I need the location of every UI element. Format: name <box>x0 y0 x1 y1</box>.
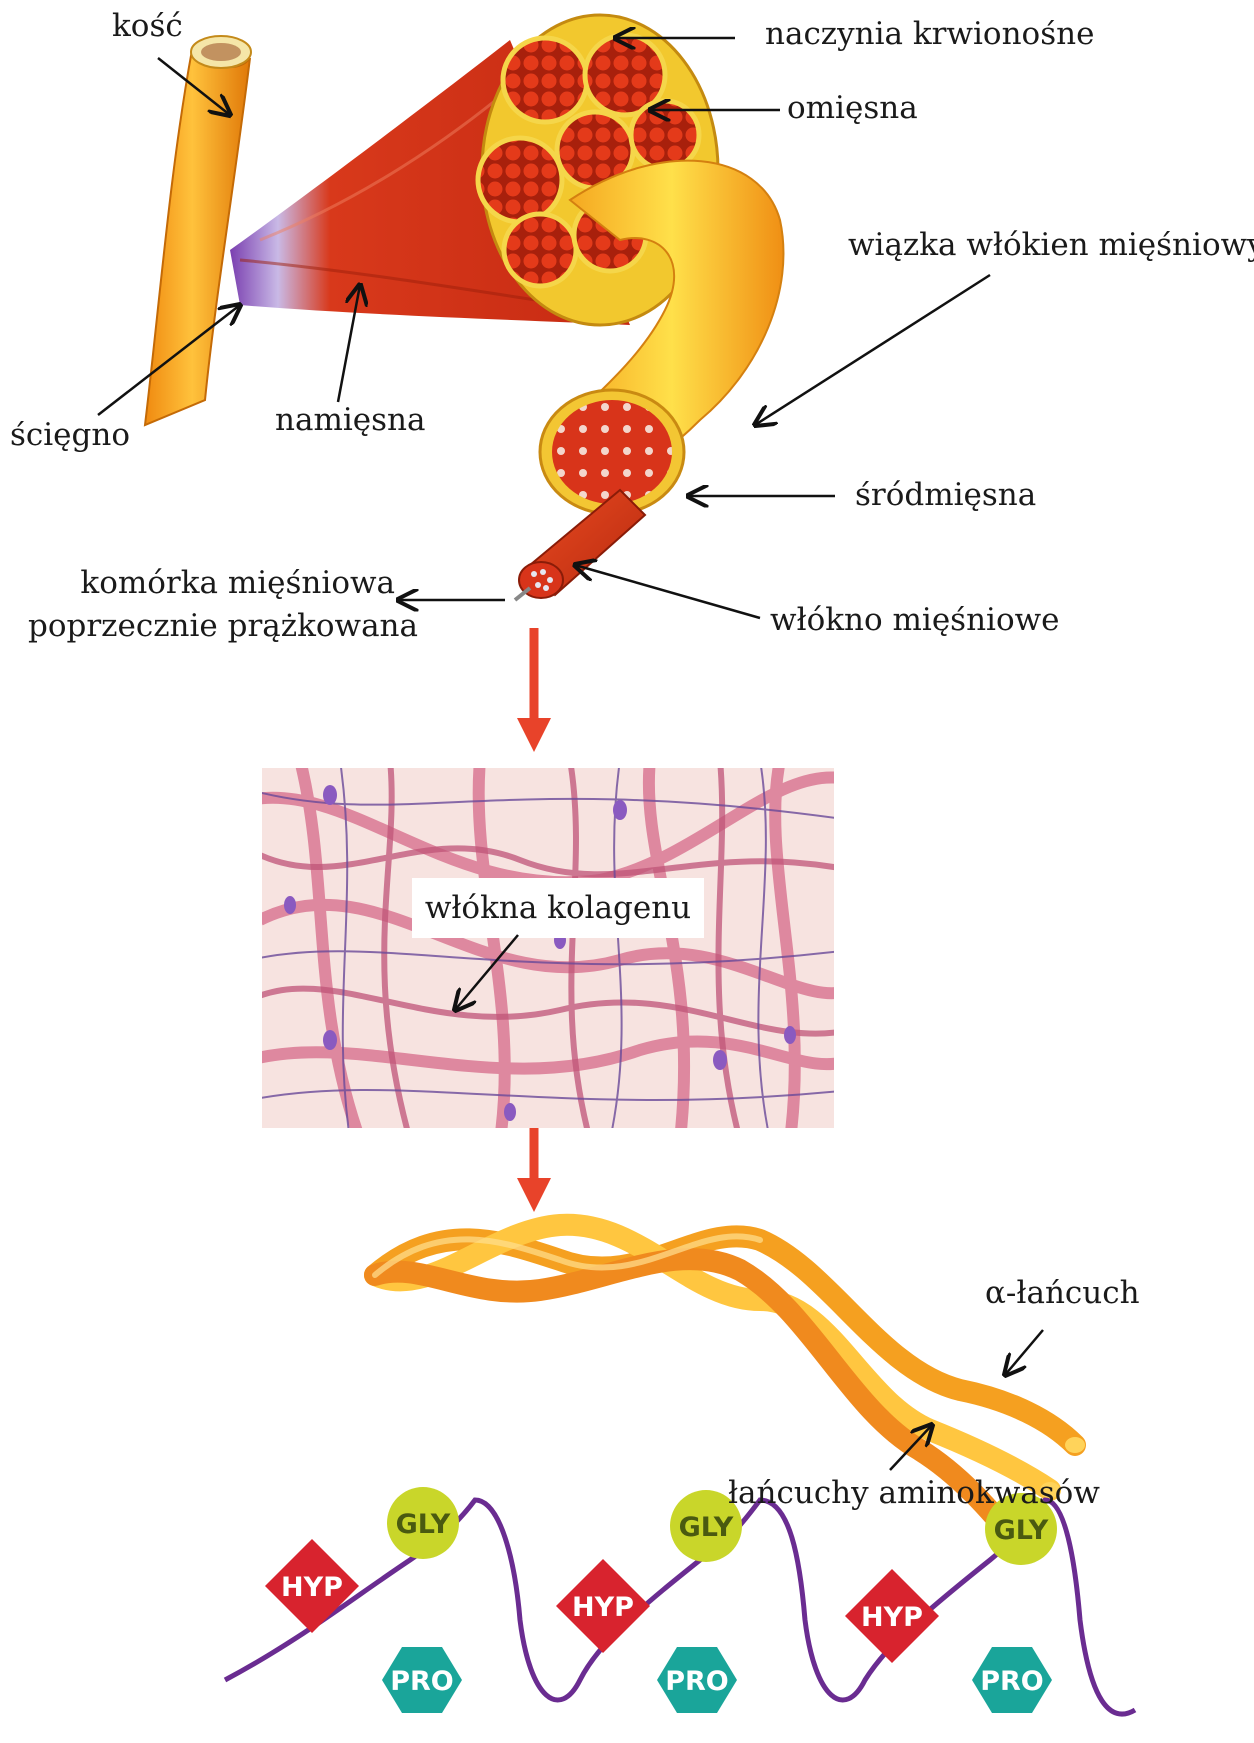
amino-acid-chain: HYP GLY PRO HYP GLY PRO HYP GLY <box>225 1487 1135 1714</box>
svg-text:HYP: HYP <box>572 1592 634 1623</box>
svg-text:PRO: PRO <box>390 1666 454 1697</box>
red-down-arrow <box>517 1118 551 1212</box>
label-wlokno: włókno mięśniowe <box>770 602 1060 638</box>
pro-hexagon: PRO <box>972 1647 1052 1713</box>
gly-circle: GLY <box>387 1487 459 1559</box>
hyp-diamond: HYP <box>556 1559 650 1653</box>
label-komorka-line1: komórka mięśniowa <box>80 565 395 601</box>
label-wiazka: wiązka włókien mięśniowych <box>848 227 1254 263</box>
pointer-wiazka <box>755 275 990 425</box>
label-kosc: kość <box>112 8 183 44</box>
bone <box>145 50 250 425</box>
svg-text:HYP: HYP <box>281 1572 343 1603</box>
label-namiesna: namięsna <box>275 402 425 438</box>
svg-text:HYP: HYP <box>861 1602 923 1633</box>
label-kolagen: włókna kolagenu <box>425 890 691 926</box>
svg-text:GLY: GLY <box>994 1515 1049 1546</box>
label-alfa: α-łańcuch <box>985 1275 1140 1311</box>
pro-hexagon: PRO <box>657 1647 737 1713</box>
label-omiesna: omięsna <box>787 90 918 126</box>
hyp-diamond: HYP <box>265 1539 359 1633</box>
pointer-alfa <box>1005 1330 1043 1375</box>
pointer-wlokno <box>575 565 760 618</box>
label-naczynia: naczynia krwionośne <box>765 16 1094 52</box>
label-sciegno: ścięgno <box>10 417 130 453</box>
collagen-histology-panel <box>250 760 850 1140</box>
pro-hexagon: PRO <box>382 1647 462 1713</box>
label-aminokwasy: łańcuchy aminokwasów <box>728 1475 1100 1511</box>
muscle-illustration <box>145 15 783 600</box>
label-srodmiesna: śródmięsna <box>855 477 1036 513</box>
svg-text:GLY: GLY <box>396 1509 451 1540</box>
hyp-diamond: HYP <box>845 1569 939 1663</box>
label-komorka-line2: poprzecznie prążkowana <box>28 608 418 644</box>
svg-text:PRO: PRO <box>980 1666 1044 1697</box>
svg-text:PRO: PRO <box>665 1666 729 1697</box>
svg-text:GLY: GLY <box>679 1512 734 1543</box>
red-down-arrow <box>517 628 551 752</box>
